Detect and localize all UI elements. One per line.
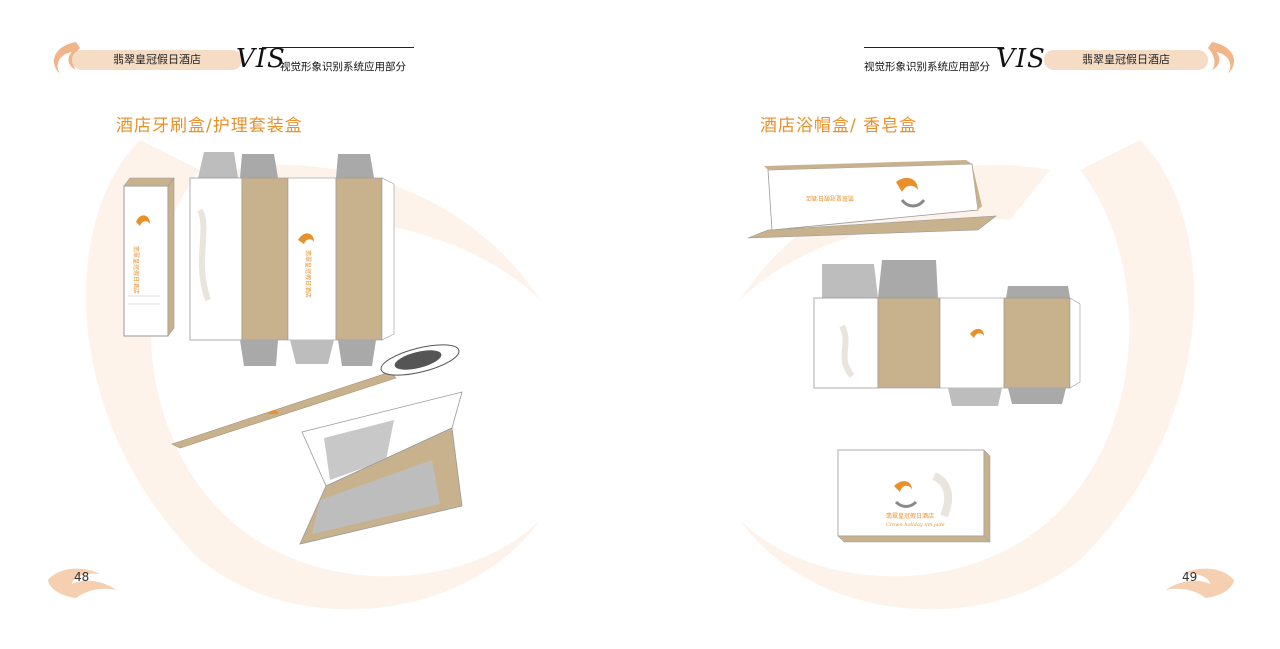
amenity-kit-box [299, 391, 463, 545]
svg-text:翡翠皇冠假日酒店: 翡翠皇冠假日酒店 [132, 246, 140, 294]
left-page: 翡翠皇冠假日酒店 VIS 视觉形象识别系统应用部分 酒店牙刷盒/护理套装盒 翡翠… [48, 42, 540, 610]
svg-text:翡翠皇冠假日酒店: 翡翠皇冠假日酒店 [806, 194, 854, 202]
flourish-icon-top-right [1208, 42, 1235, 74]
hotel-name-band: 翡翠皇冠假日酒店 [72, 50, 242, 70]
page-number: 49 [1182, 570, 1198, 584]
flourish-icon-bottom-right [1166, 568, 1234, 598]
toothbrush-illustration [171, 344, 460, 449]
vis-logo: VIS [236, 44, 286, 74]
soap-box: 翡翠皇冠假日酒店 Crown holiday inn jade [837, 449, 991, 543]
soap-box-name-cn: 翡翠皇冠假日酒店 [886, 512, 934, 520]
svg-text:翡翠皇冠假日酒店: 翡翠皇冠假日酒店 [304, 250, 312, 298]
vis-subtitle: 视觉形象识别系统应用部分 [280, 61, 406, 73]
page-number: 48 [74, 570, 90, 584]
section-title: 酒店浴帽盒/ 香皂盒 [760, 116, 918, 136]
toothbrush-box-closed: 翡翠皇冠假日酒店 [123, 177, 175, 337]
right-page: 视觉形象识别系统应用部分 VIS 翡翠皇冠假日酒店 酒店浴帽盒/ 香皂盒 翡翠皇… [640, 0, 1280, 649]
soap-box-name-en: Crown holiday inn jade [886, 522, 945, 528]
toothbrush-box-dieline: 翡翠皇冠假日酒店 [189, 152, 395, 366]
shower-cap-box-dieline [813, 260, 1081, 406]
hotel-name-band: 翡翠皇冠假日酒店 [1044, 50, 1208, 70]
header-rule [864, 47, 1004, 48]
flourish-icon-bottom-left [48, 568, 116, 598]
vis-logo: VIS [996, 44, 1046, 74]
vis-subtitle: 视觉形象识别系统应用部分 [864, 61, 990, 73]
shower-cap-box: 翡翠皇冠假日酒店 [747, 160, 997, 239]
header-rule [262, 47, 414, 48]
section-title: 酒店牙刷盒/护理套装盒 [116, 116, 303, 136]
